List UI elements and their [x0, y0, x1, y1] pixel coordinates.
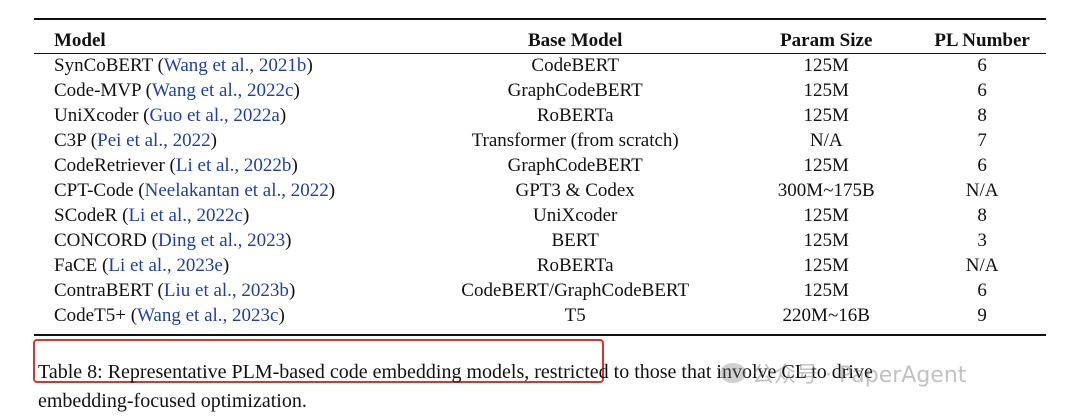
cell-model: SCodeR (Li et al., 2022c) — [54, 205, 250, 226]
table-bottom-rule — [34, 334, 1046, 336]
embedding-models-table: Model Base Model Param Size PL Number Sy… — [34, 28, 1046, 328]
table-row: C3P (Pei et al., 2022) Transformer (from … — [34, 128, 1046, 153]
cell-param-size: 300M~175B — [777, 180, 875, 201]
cell-model: ContraBERT (Liu et al., 2023b) — [54, 280, 296, 301]
cell-pl-number: 3 — [977, 230, 987, 251]
citation-link[interactable]: Guo et al., 2022a — [149, 105, 280, 126]
citation-link[interactable]: Wang et al., 2022c — [152, 80, 294, 101]
cell-param-size: 125M — [803, 255, 849, 276]
cell-base-model: Transformer (from scratch) — [471, 130, 679, 151]
cell-pl-number: 8 — [977, 105, 987, 126]
header-model: Model — [54, 30, 106, 51]
table-row: CPT-Code (Neelakantan et al., 2022) GPT3 … — [34, 178, 1046, 203]
cell-param-size: 125M — [803, 155, 849, 176]
cell-model: FaCE (Li et al., 2023e) — [54, 255, 230, 276]
cell-base-model: GraphCodeBERT — [507, 80, 643, 101]
model-name: SCodeR — [54, 205, 118, 226]
header-param-size: Param Size — [780, 30, 873, 51]
cell-model: CodeRetriever (Li et al., 2022b) — [54, 155, 298, 176]
cell-pl-number: 6 — [977, 55, 987, 76]
cell-base-model: CodeBERT/GraphCodeBERT — [461, 280, 690, 301]
cell-pl-number: 6 — [977, 280, 987, 301]
wechat-icon — [720, 363, 746, 383]
cell-base-model: UniXcoder — [532, 205, 618, 226]
cell-base-model: T5 — [564, 305, 586, 326]
cell-param-size: 125M — [803, 105, 849, 126]
table-header-row: Model Base Model Param Size PL Number — [34, 28, 1046, 53]
cell-base-model: RoBERTa — [536, 255, 614, 276]
cell-model: SynCoBERT (Wang et al., 2021b) — [54, 55, 313, 76]
model-name: CPT-Code — [54, 180, 134, 201]
cell-model: C3P (Pei et al., 2022) — [54, 130, 217, 151]
citation-link[interactable]: Neelakantan et al., 2022 — [144, 180, 329, 201]
cell-base-model: GraphCodeBERT — [507, 155, 643, 176]
cell-base-model: GPT3 & Codex — [515, 180, 635, 201]
table-row: Code-MVP (Wang et al., 2022c) GraphCodeBE… — [34, 78, 1046, 103]
cell-param-size: 125M — [803, 55, 849, 76]
table-row: FaCE (Li et al., 2023e) RoBERTa 125M N/A — [34, 253, 1046, 278]
header-base-model: Base Model — [527, 30, 623, 51]
table-top-rule — [34, 18, 1046, 20]
citation-link[interactable]: Ding et al., 2023 — [157, 230, 286, 251]
cell-param-size: 125M — [803, 230, 849, 251]
citation-link[interactable]: Wang et al., 2021b — [163, 55, 307, 76]
cell-param-size: 220M~16B — [782, 305, 870, 326]
cell-pl-number: 6 — [977, 80, 987, 101]
table-caption: Table 8: Representative PLM-based code e… — [38, 358, 1048, 416]
table-header-rule — [34, 53, 1046, 54]
cell-model: CodeT5+ (Wang et al., 2023c) — [54, 305, 285, 326]
model-name: UniXcoder — [54, 105, 139, 126]
table-row: SynCoBERT (Wang et al., 2021b) CodeBERT 12… — [34, 53, 1046, 78]
cell-base-model: RoBERTa — [536, 105, 614, 126]
table-row: CodeRetriever (Li et al., 2022b) GraphCod… — [34, 153, 1046, 178]
citation-link[interactable]: Liu et al., 2023b — [163, 280, 289, 301]
citation-link[interactable]: Li et al., 2023e — [108, 255, 223, 276]
model-name: C3P — [54, 130, 87, 151]
caption-line-1: Table 8: Representative PLM-based code e… — [38, 361, 873, 383]
citation-link[interactable]: Li et al., 2022c — [128, 205, 243, 226]
cell-pl-number: 8 — [977, 205, 987, 226]
model-name: SynCoBERT — [54, 55, 153, 76]
citation-link[interactable]: Pei et al., 2022 — [97, 130, 211, 151]
header-pl-number: PL Number — [934, 30, 1030, 51]
table-body: SynCoBERT (Wang et al., 2021b) CodeBERT 12… — [34, 53, 1046, 328]
table-row: CodeT5+ (Wang et al., 2023c) T5 220M~16B 9 — [34, 303, 1046, 328]
cell-model: CONCORD (Ding et al., 2023) — [54, 230, 292, 251]
model-name: FaCE — [54, 255, 98, 276]
cell-pl-number: N/A — [965, 255, 999, 276]
cell-pl-number: 9 — [977, 305, 987, 326]
table-row: CONCORD (Ding et al., 2023) BERT 125M 3 — [34, 228, 1046, 253]
caption-highlight-box — [33, 339, 604, 383]
table-row: ContraBERT (Liu et al., 2023b) CodeBERT/G… — [34, 278, 1046, 303]
citation-link[interactable]: Li et al., 2022b — [175, 155, 292, 176]
cell-base-model: CodeBERT — [531, 55, 619, 76]
cell-base-model: BERT — [551, 230, 599, 251]
cell-pl-number: N/A — [965, 180, 999, 201]
table-row: SCodeR (Li et al., 2022c) UniXcoder 125M 8 — [34, 203, 1046, 228]
model-name: CodeT5+ — [54, 305, 126, 326]
cell-pl-number: 7 — [977, 130, 987, 151]
cell-param-size: 125M — [803, 205, 849, 226]
cell-param-size: 125M — [803, 80, 849, 101]
cell-param-size: N/A — [809, 130, 843, 151]
watermark: 公众号 · PaperAgent — [720, 358, 966, 388]
citation-link[interactable]: Wang et al., 2023c — [137, 305, 279, 326]
table-row: UniXcoder (Guo et al., 2022a) RoBERTa 125M… — [34, 103, 1046, 128]
cell-model: CPT-Code (Neelakantan et al., 2022) — [54, 180, 336, 201]
caption-line-2: embedding-focused optimization. — [38, 390, 307, 412]
model-name: ContraBERT — [54, 280, 153, 301]
cell-model: Code-MVP (Wang et al., 2022c) — [54, 80, 300, 101]
cell-param-size: 125M — [803, 280, 849, 301]
cell-model: UniXcoder (Guo et al., 2022a) — [54, 105, 287, 126]
model-name: CodeRetriever — [54, 155, 165, 176]
watermark-text: 公众号 · PaperAgent — [752, 363, 967, 388]
cell-pl-number: 6 — [977, 155, 987, 176]
model-name: Code-MVP — [54, 80, 141, 101]
model-name: CONCORD — [54, 230, 147, 251]
